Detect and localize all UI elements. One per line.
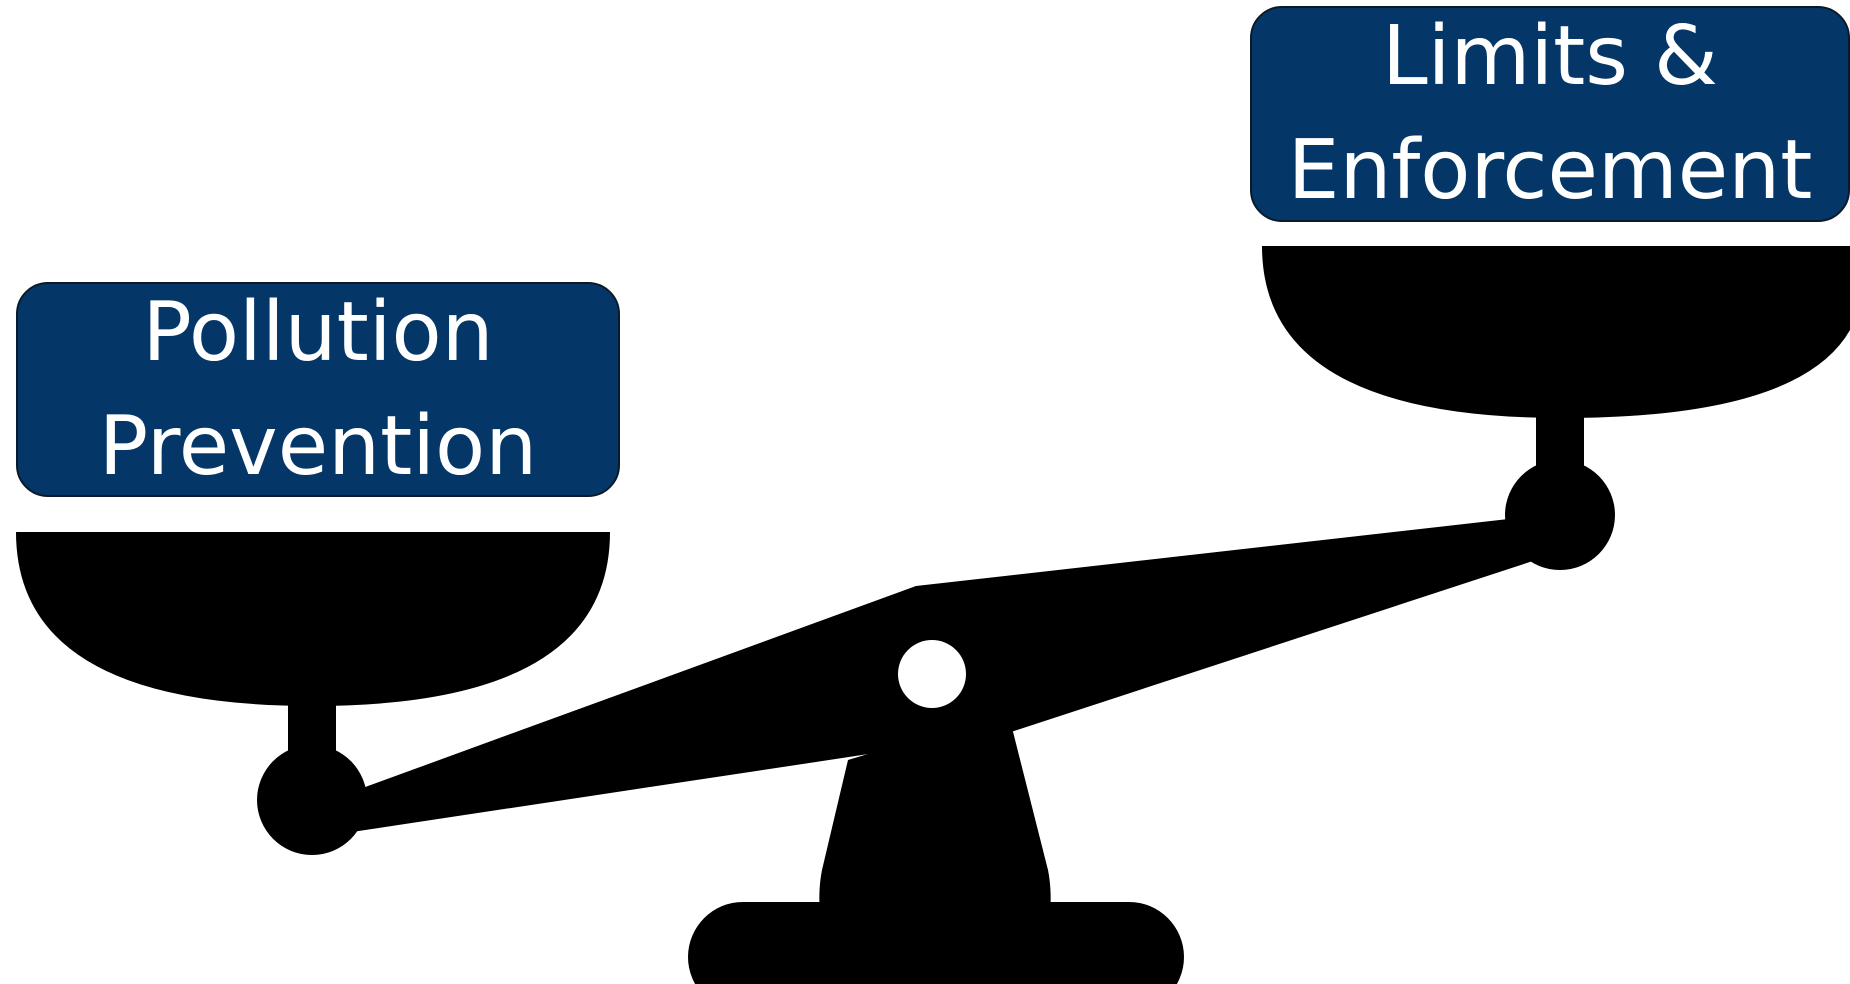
left-label-line1: Pollution — [142, 284, 494, 380]
scale-stand — [819, 712, 1051, 915]
right-label-line2: Enforcement — [1287, 123, 1813, 218]
pivot-hole — [898, 640, 966, 708]
scale-base — [688, 902, 1184, 984]
pollution-prevention-label: Pollution Prevention — [16, 282, 620, 497]
left-joint — [257, 745, 367, 855]
right-joint — [1505, 460, 1615, 570]
right-label-line1: Limits & — [1381, 9, 1718, 104]
limits-enforcement-label: Limits & Enforcement — [1250, 6, 1850, 222]
right-hanger — [1536, 405, 1584, 500]
right-pan — [1262, 246, 1850, 418]
left-pan — [16, 532, 610, 706]
left-label-line2: Prevention — [98, 398, 538, 494]
